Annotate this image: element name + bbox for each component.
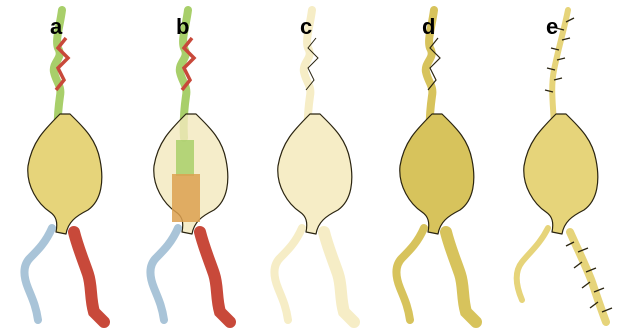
panel-label-a: a [50, 14, 63, 39]
soma [524, 114, 598, 234]
panel-d: d [397, 10, 477, 322]
basal-dendrite [517, 228, 548, 300]
panel-label-d: d [422, 14, 435, 39]
basal-dendrite [25, 228, 53, 320]
axon-initial-segment [74, 232, 104, 322]
basal-dendrite [397, 228, 425, 320]
panel-e: e [517, 10, 612, 322]
panel-label-e: e [546, 14, 558, 39]
spiny-dendrite [570, 232, 606, 322]
basal-dendrite [151, 228, 179, 320]
panel-a: a [25, 10, 105, 322]
axon-initial-segment [324, 232, 354, 322]
axon-initial-segment [200, 232, 230, 322]
axon-initial-segment [446, 232, 476, 322]
soma [28, 114, 102, 234]
apical-core [176, 140, 194, 176]
panel-b: b [151, 10, 231, 322]
panel-label-c: c [300, 14, 312, 39]
hillock-core [172, 174, 200, 222]
soma [400, 114, 474, 234]
panel-c: c [275, 10, 355, 322]
panel-label-b: b [176, 14, 189, 39]
basal-dendrite [275, 228, 303, 320]
soma [278, 114, 352, 234]
